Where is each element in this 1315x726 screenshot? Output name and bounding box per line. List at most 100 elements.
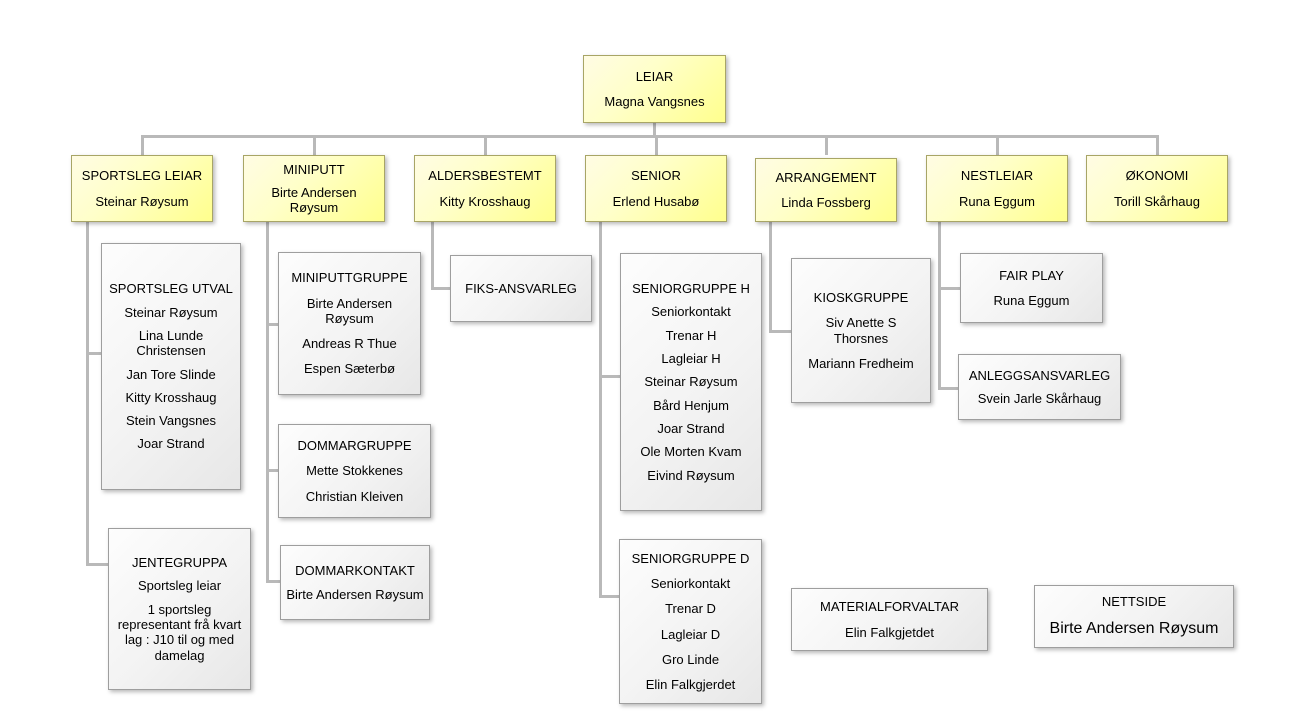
member-name: Runa Eggum bbox=[993, 293, 1070, 308]
member-name: Seniorkontakt bbox=[651, 304, 731, 320]
member-name: Jan Tore Slinde bbox=[126, 366, 216, 382]
box-title: MATERIALFORVALTAR bbox=[820, 599, 959, 615]
member-name: Elin Falkgjerdet bbox=[645, 677, 736, 693]
member-name: Birte Andersen Røysum bbox=[271, 184, 357, 216]
connector-trunk-sportsleg bbox=[86, 222, 89, 566]
connector-stub-senior bbox=[655, 137, 658, 155]
member-name: Ole Morten Kvam bbox=[640, 444, 742, 460]
org-box-miniputtgruppe: MINIPUTTGRUPPE Birte Andersen Røysum And… bbox=[278, 252, 421, 395]
box-title: NESTLEIAR bbox=[960, 168, 1034, 184]
connector-bus bbox=[141, 135, 1159, 138]
box-title: JENTEGRUPPA bbox=[131, 555, 228, 571]
member-name: Svein Jarle Skårhaug bbox=[977, 391, 1102, 406]
org-box-jentegruppa: JENTEGRUPPA Sportsleg leiar 1 sportsleg … bbox=[108, 528, 251, 690]
org-box-arrangement: ARRANGEMENT Linda Fossberg bbox=[755, 158, 897, 222]
member-name: 1 sportsleg representant frå kvart lag :… bbox=[117, 601, 242, 663]
box-title: ALDERSBESTEMT bbox=[428, 168, 542, 184]
member-name: Birte Andersen Røysum bbox=[286, 586, 424, 602]
connector-trunk-senior bbox=[599, 222, 602, 598]
member-name: Espen Sæterbø bbox=[303, 361, 396, 377]
member-name: Eivind Røysum bbox=[647, 467, 735, 483]
connector-stub-arrangement bbox=[825, 137, 828, 155]
member-name: Stein Vangsnes bbox=[125, 413, 217, 429]
member-name: Elin Falkgjetdet bbox=[845, 624, 934, 640]
member-name: Bård Henjum bbox=[653, 397, 729, 413]
member-name: Joar Strand bbox=[137, 436, 205, 452]
box-title: ANLEGGSANSVARLEG bbox=[968, 367, 1111, 383]
org-box-senior: SENIOR Erlend Husabø bbox=[585, 155, 727, 222]
box-title: ARRANGEMENT bbox=[775, 169, 877, 185]
box-title: MINIPUTTGRUPPE bbox=[291, 270, 408, 286]
member-name: Steinar Røysum bbox=[124, 304, 218, 320]
connector-branch-kioskgruppe bbox=[769, 330, 791, 333]
org-box-okonomi: ØKONOMI Torill Skårhaug bbox=[1086, 155, 1228, 222]
member-name: Mette Stokkenes bbox=[306, 463, 403, 479]
box-title: MINIPUTT bbox=[283, 161, 345, 177]
connector-branch-seniorgruppe-h bbox=[599, 375, 620, 378]
box-title: LEIAR bbox=[635, 68, 674, 84]
connector-stub-sportsleg bbox=[141, 137, 144, 155]
member-name: Trenar H bbox=[665, 327, 717, 343]
org-box-sportsleg-utval: SPORTSLEG UTVAL Steinar Røysum Lina Lund… bbox=[101, 243, 241, 490]
member-name: Birte Andersen Røysum bbox=[1049, 619, 1219, 637]
org-box-materialforvaltar: MATERIALFORVALTAR Elin Falkgjetdet bbox=[791, 588, 988, 651]
connector-branch-anleggsansvarleg bbox=[938, 387, 958, 390]
connector-leiar-stub bbox=[653, 123, 656, 137]
connector-trunk-arrangement bbox=[769, 222, 772, 333]
org-box-fair-play: FAIR PLAY Runa Eggum bbox=[960, 253, 1103, 323]
member-name: Linda Fossberg bbox=[781, 195, 871, 210]
connector-branch-fair-play bbox=[938, 287, 960, 290]
member-name: Steinar Røysum bbox=[95, 193, 189, 209]
org-box-nettside: NETTSIDE Birte Andersen Røysum bbox=[1034, 585, 1234, 648]
member-name: Siv Anette S Thorsnes bbox=[825, 315, 897, 346]
member-name: Lina Lunde Christensen bbox=[136, 327, 206, 359]
member-name: Sportsleg leiar bbox=[137, 578, 222, 594]
box-title: SPORTSLEG UTVAL bbox=[109, 281, 233, 297]
member-name: Gro Linde bbox=[661, 651, 720, 667]
box-title: NETTSIDE bbox=[1101, 594, 1167, 610]
box-title: SENIOR bbox=[631, 168, 681, 184]
box-title: KIOSKGRUPPE bbox=[813, 289, 909, 305]
connector-stub-aldersbestemt bbox=[484, 137, 487, 155]
connector-stub-nestleiar bbox=[996, 137, 999, 155]
connector-trunk-nestleiar bbox=[938, 222, 941, 390]
org-box-miniputt: MINIPUTT Birte Andersen Røysum bbox=[243, 155, 385, 222]
org-box-anleggsansvarleg: ANLEGGSANSVARLEG Svein Jarle Skårhaug bbox=[958, 354, 1121, 420]
org-box-leiar: LEIAR Magna Vangsnes bbox=[583, 55, 726, 123]
box-title: FIKS-ANSVARLEG bbox=[465, 280, 577, 296]
member-name: Lagleiar D bbox=[660, 626, 721, 642]
member-name: Andreas R Thue bbox=[302, 336, 397, 352]
member-name: Christian Kleiven bbox=[305, 488, 404, 504]
box-title: FAIR PLAY bbox=[999, 267, 1064, 283]
member-name: Steinar Røysum bbox=[644, 374, 738, 390]
member-name: Kitty Krosshaug bbox=[125, 389, 217, 405]
connector-branch-dommargruppe bbox=[266, 469, 278, 472]
member-name: Lagleiar H bbox=[661, 351, 721, 366]
org-box-seniorgruppe-h: SENIORGRUPPE H Seniorkontakt Trenar H La… bbox=[620, 253, 762, 511]
connector-branch-sportsleg-utval bbox=[86, 352, 101, 355]
connector-stub-okonomi bbox=[1156, 137, 1159, 155]
member-name: Runa Eggum bbox=[959, 193, 1035, 209]
connector-stub-miniputt bbox=[313, 137, 316, 155]
org-box-sportsleg-leiar: SPORTSLEG LEIAR Steinar Røysum bbox=[71, 155, 213, 222]
box-title: SENIORGRUPPE H bbox=[632, 281, 750, 297]
org-box-dommargruppe: DOMMARGRUPPE Mette Stokkenes Christian K… bbox=[278, 424, 431, 518]
box-title: ØKONOMI bbox=[1125, 168, 1189, 184]
member-name: Trenar D bbox=[665, 601, 716, 617]
connector-branch-jentegruppa bbox=[86, 563, 108, 566]
member-name: Erlend Husabø bbox=[612, 193, 700, 209]
box-title: SENIORGRUPPE D bbox=[631, 550, 750, 566]
connector-branch-miniputtgruppe bbox=[266, 323, 278, 326]
member-name: Birte Andersen Røysum bbox=[306, 295, 393, 326]
org-box-kioskgruppe: KIOSKGRUPPE Siv Anette S Thorsnes Marian… bbox=[791, 258, 931, 403]
member-name: Mariann Fredheim bbox=[808, 355, 914, 371]
connector-branch-seniorgruppe-d bbox=[599, 595, 619, 598]
box-title: DOMMARGRUPPE bbox=[297, 438, 412, 453]
org-box-seniorgruppe-d: SENIORGRUPPE D Seniorkontakt Trenar D La… bbox=[619, 539, 762, 704]
org-box-fiks-ansvarleg: FIKS-ANSVARLEG bbox=[450, 255, 592, 322]
member-name: Seniorkontakt bbox=[650, 575, 731, 591]
member-name: Kitty Krosshaug bbox=[439, 193, 531, 209]
box-title: SPORTSLEG LEIAR bbox=[81, 168, 203, 184]
org-box-aldersbestemt: ALDERSBESTEMT Kitty Krosshaug bbox=[414, 155, 556, 222]
